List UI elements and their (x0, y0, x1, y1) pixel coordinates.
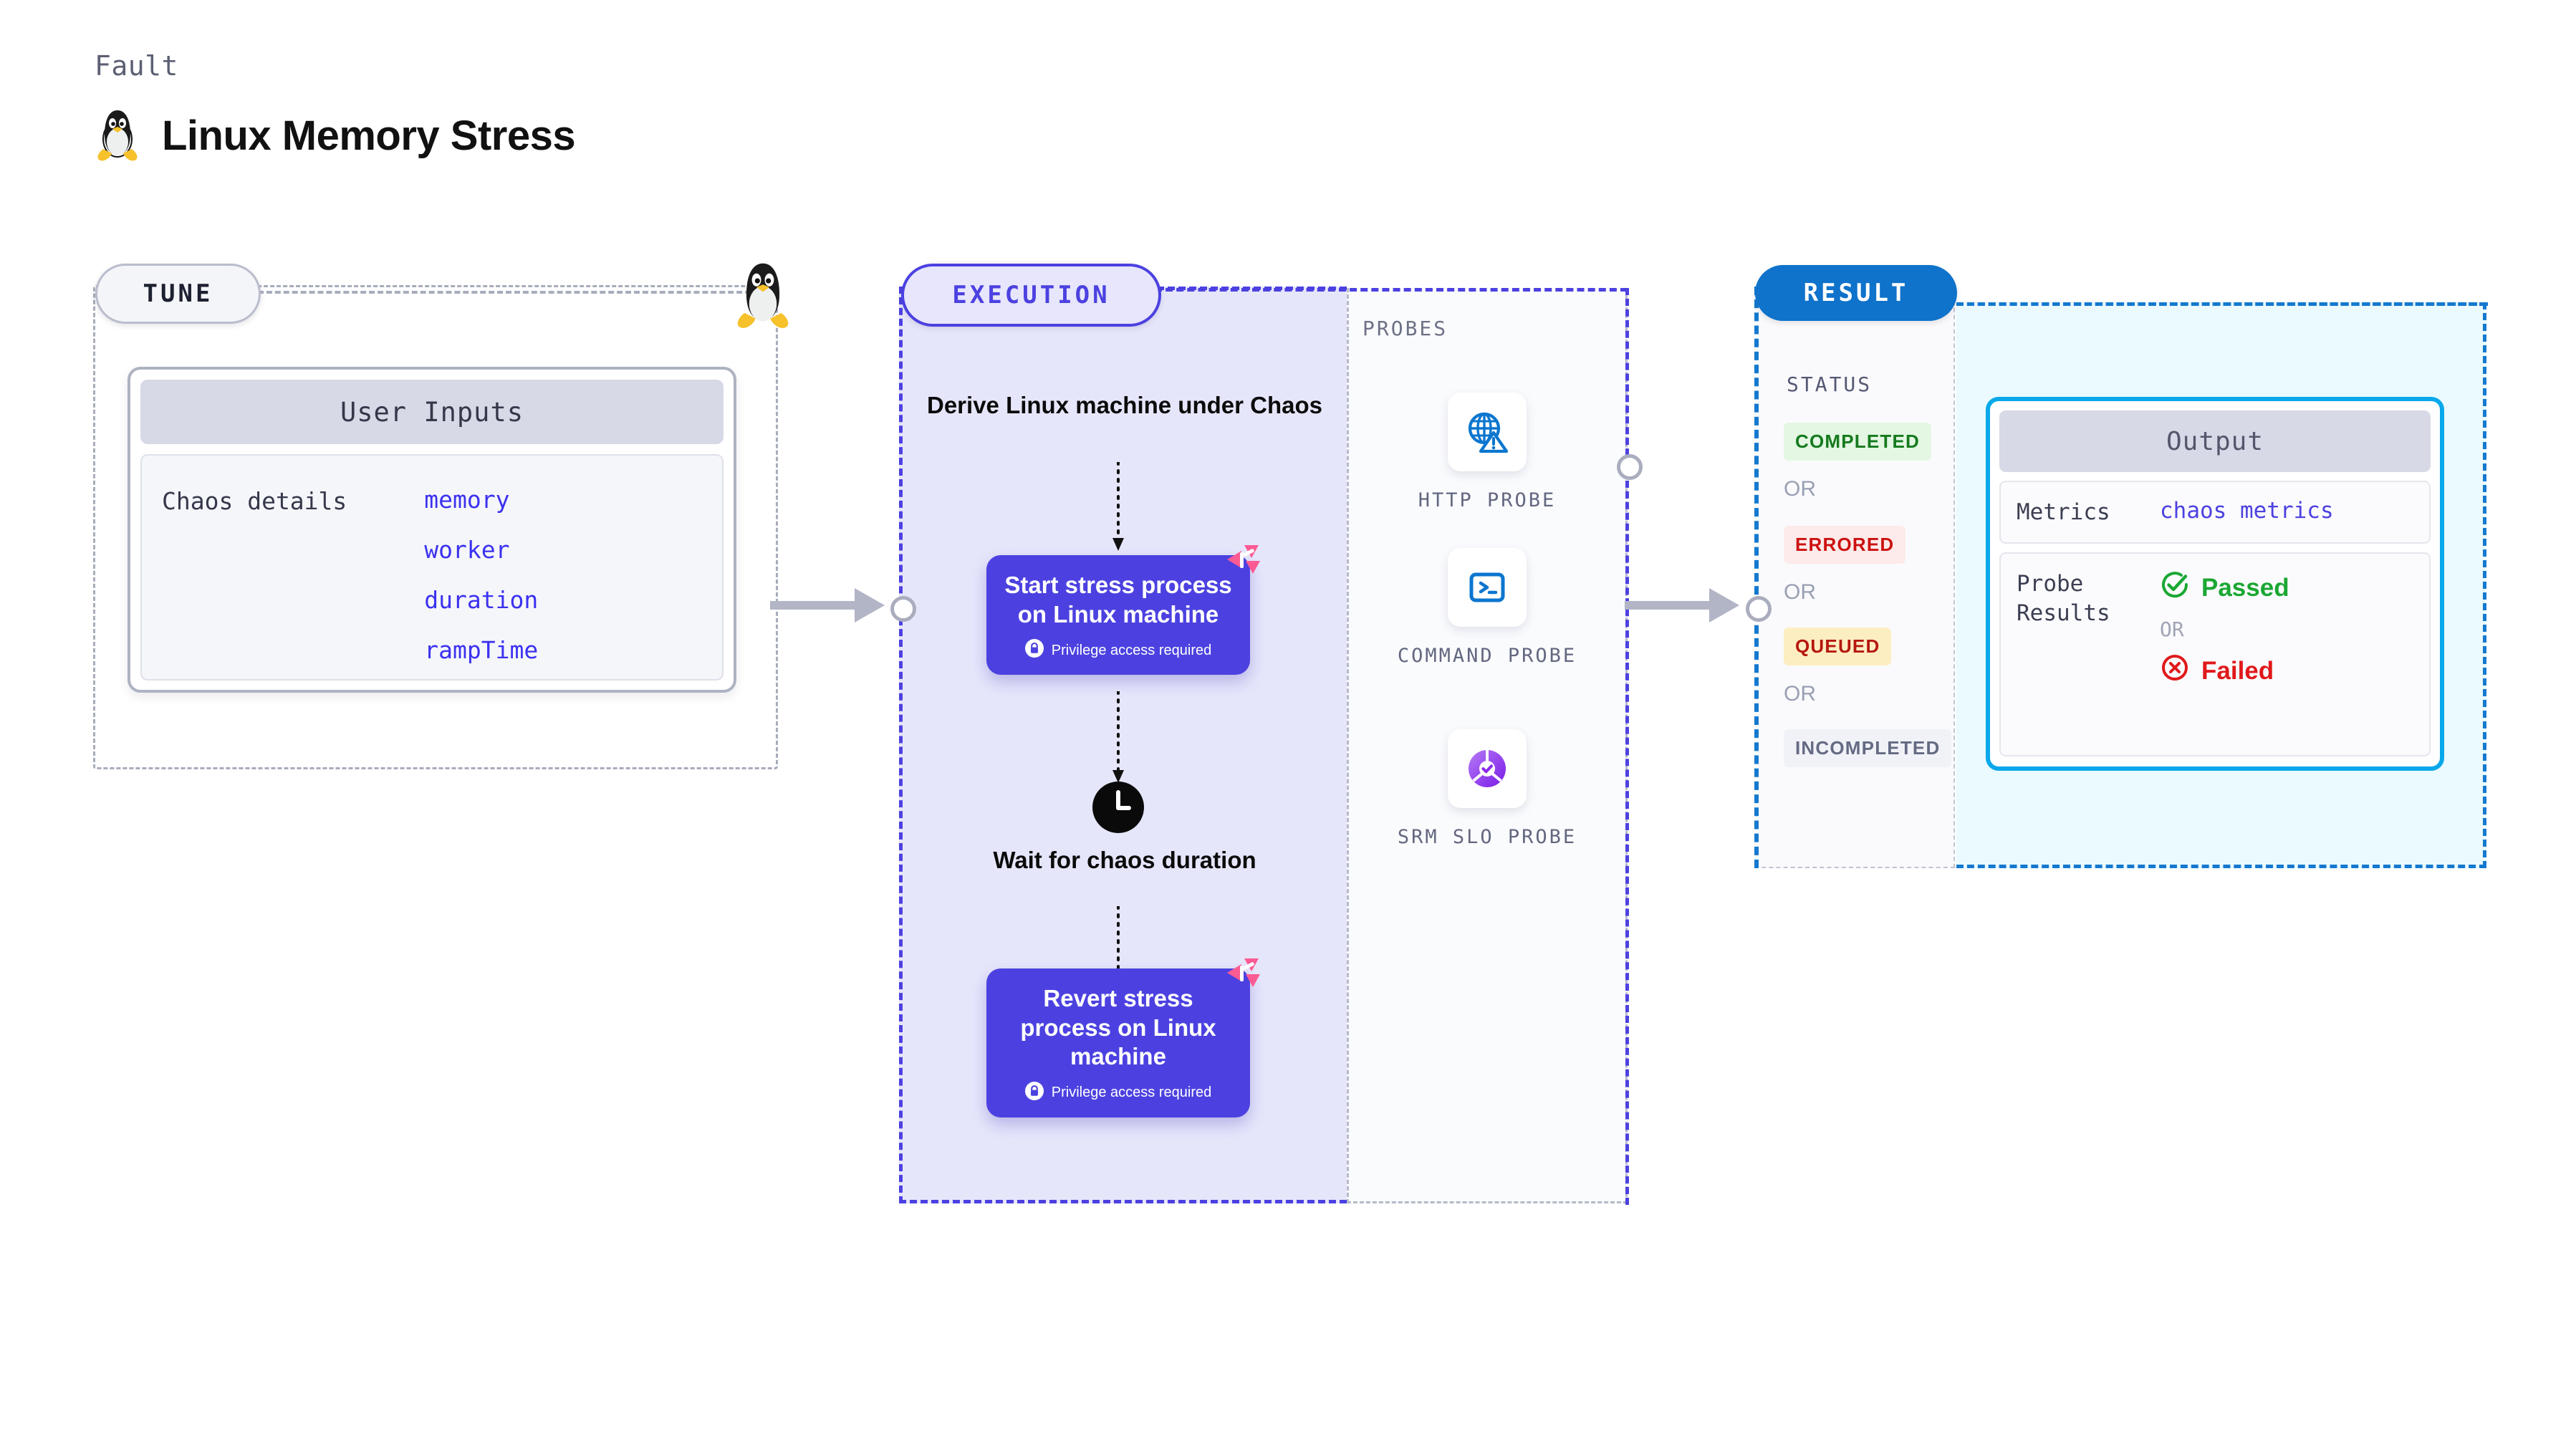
chaos-param-list: memory worker duration rampTime (424, 486, 538, 679)
probe-result-stack: Passed OR Failed (2160, 569, 2289, 689)
status-badge-incompleted: INCOMPLETED (1784, 729, 1952, 767)
probe-srm-slo[interactable]: SRM SLO PROBE (1347, 729, 1628, 850)
connector-dot-probes-out (1617, 454, 1643, 480)
chaos-details-label: Chaos details (162, 487, 347, 515)
probe-command-caption: COMMAND PROBE (1397, 645, 1577, 667)
exec-card-start-note-text: Privilege access required (1051, 642, 1212, 658)
status-badge-completed: COMPLETED (1784, 423, 1932, 461)
probe-http[interactable]: HTTP PROBE (1347, 393, 1628, 514)
tune-top-dashed-line (258, 291, 759, 294)
arrow-start-to-wait (1112, 691, 1124, 783)
tune-badge[interactable]: TUNE (95, 264, 261, 324)
result-badge[interactable]: RESULT (1755, 265, 1957, 321)
probe-result-failed: Failed (2160, 653, 2289, 689)
user-inputs-card: User Inputs Chaos details memory worker … (128, 367, 736, 693)
exec-card-revert-note: Privilege access required (996, 1081, 1240, 1105)
x-circle-icon (2160, 653, 2190, 689)
execution-badge[interactable]: EXECUTION (901, 264, 1161, 327)
exec-card-revert-title: Revert stress process on Linux machine (1020, 985, 1216, 1070)
probes-label: PROBES (1363, 317, 1448, 340)
probe-result-or: OR (2160, 617, 2184, 642)
lock-icon (1024, 1081, 1044, 1105)
status-or-1: OR (1784, 477, 1816, 501)
chaos-param-ramptime[interactable]: rampTime (424, 636, 539, 664)
status-badge-queued: QUEUED (1784, 628, 1892, 665)
terminal-icon (1448, 548, 1527, 627)
wait-for-chaos-label: Wait for chaos duration (993, 847, 1256, 873)
chaos-param-duration[interactable]: duration (424, 586, 539, 614)
execution-top-dashed-line (1155, 288, 1628, 292)
exec-card-start[interactable]: Start stress process on Linux machine Pr… (986, 545, 1260, 675)
chaos-param-worker[interactable]: worker (424, 536, 510, 564)
srm-slo-icon (1448, 729, 1527, 808)
chaos-details-panel: Chaos details memory worker duration ram… (140, 454, 724, 681)
derive-machine-step-label: Derive Linux machine under Chaos (927, 392, 1322, 418)
linux-penguin-icon (732, 258, 794, 330)
status-badge-errored: ERRORED (1784, 526, 1906, 564)
result-top-dashed-line (1956, 302, 2488, 306)
probes-right-dashed-line (1625, 288, 1629, 1205)
arrow-execution-to-result (1625, 588, 1739, 622)
output-card: Output Metrics chaos metrics Probe Resul… (1986, 397, 2444, 771)
fault-title-row: Linux Memory Stress (95, 106, 576, 165)
clock-icon (1092, 781, 1145, 834)
page-title: Linux Memory Stress (162, 112, 576, 159)
probe-results-label: Probe Results (2017, 571, 2110, 626)
status-label: STATUS (1787, 372, 1873, 396)
status-or-2: OR (1784, 580, 1816, 604)
lock-icon (1024, 639, 1044, 662)
probe-results-row: Probe Results Passed OR (1999, 552, 2431, 757)
probe-srm-slo-caption: SRM SLO PROBE (1397, 826, 1577, 848)
check-circle-icon (2160, 569, 2190, 606)
metrics-label: Metrics (2017, 499, 2110, 525)
exec-card-revert[interactable]: Revert stress process on Linux machine P… (986, 958, 1260, 1117)
connector-dot-execution-in (890, 596, 916, 622)
user-inputs-title: User Inputs (140, 380, 724, 444)
litmus-logo-icon (1223, 953, 1263, 993)
globe-warning-icon (1448, 393, 1527, 471)
litmus-logo-icon (1223, 539, 1263, 580)
page-header: Fault Linux Memory Stress (95, 50, 576, 165)
chaos-param-memory[interactable]: memory (424, 486, 510, 514)
tune-section (93, 285, 778, 769)
exec-card-revert-note-text: Privilege access required (1051, 1085, 1212, 1101)
exec-card-start-title: Start stress process on Linux machine (1004, 572, 1232, 628)
probe-result-failed-label: Failed (2201, 656, 2274, 685)
fault-kicker: Fault (95, 50, 178, 82)
status-or-3: OR (1784, 682, 1816, 706)
exec-card-start-note: Privilege access required (996, 639, 1240, 662)
metrics-value[interactable]: chaos metrics (2160, 498, 2334, 524)
probe-http-caption: HTTP PROBE (1418, 489, 1557, 511)
result-left-dashed-line (1754, 287, 1759, 868)
metrics-row: Metrics chaos metrics (1999, 481, 2431, 544)
arrow-tune-to-execution (770, 588, 885, 622)
probe-result-passed-label: Passed (2201, 573, 2289, 602)
probe-result-passed: Passed (2160, 569, 2289, 606)
arrow-derive-to-start (1112, 462, 1124, 551)
probe-command[interactable]: COMMAND PROBE (1347, 548, 1628, 669)
connector-dot-result-in (1746, 596, 1772, 622)
linux-penguin-icon (95, 106, 140, 165)
output-title: Output (1999, 410, 2431, 472)
